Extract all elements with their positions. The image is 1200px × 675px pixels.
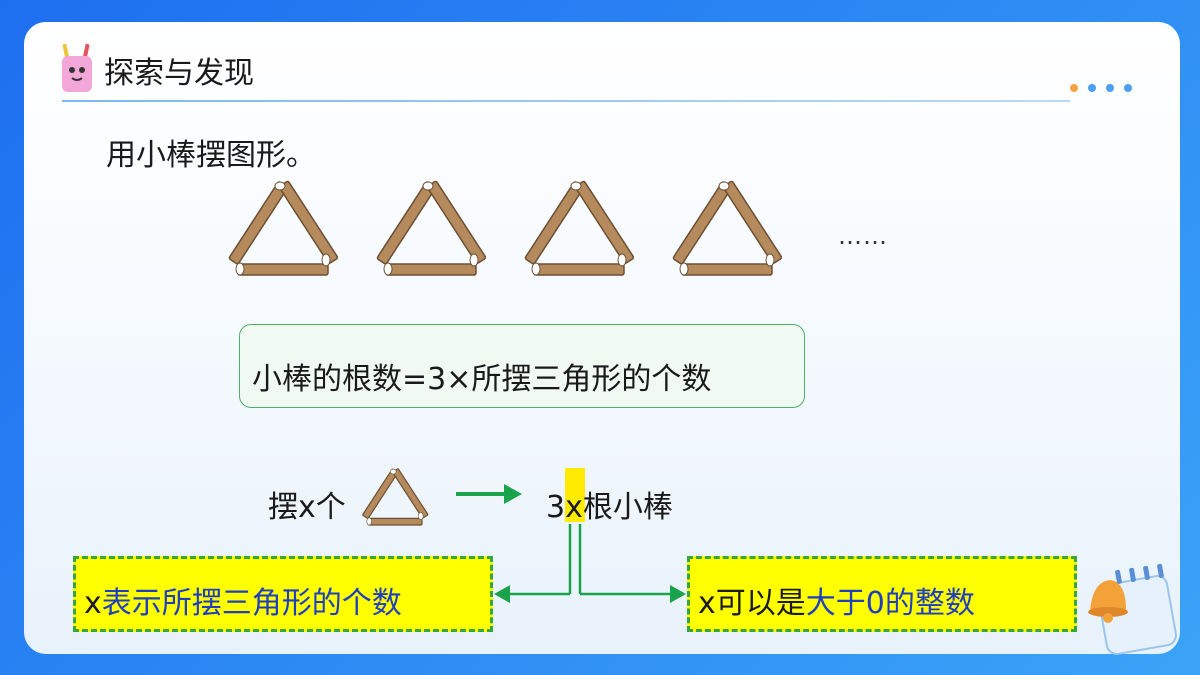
continuation-ellipsis: …… xyxy=(838,222,888,250)
stick-triangle-icon xyxy=(376,180,486,276)
pencil-cup-mascot-icon xyxy=(62,43,92,92)
note-left-rest: 表示所摆三角形的个数 xyxy=(101,586,402,621)
note-right-box xyxy=(687,556,1077,632)
small-stick-triangle-icon xyxy=(362,468,429,526)
note-right-var: x xyxy=(698,586,716,621)
bell-notepad-icon xyxy=(1088,563,1177,655)
stick-triangle-icon xyxy=(524,180,634,276)
note-right-mid: 可以是 xyxy=(715,586,806,621)
coefficient: 3 xyxy=(546,490,566,525)
note-right-text: x可以是大于0的整数 xyxy=(698,578,975,622)
note-left-var: x xyxy=(84,586,102,621)
header-divider xyxy=(62,100,1070,102)
page-title: 探索与发现 xyxy=(104,56,254,91)
instruction-text: 用小棒摆图形。 xyxy=(106,138,316,173)
note-left-box xyxy=(73,556,493,632)
stick-triangle-icon xyxy=(228,180,338,276)
mapping-right-text: 3x根小棒 xyxy=(546,482,673,526)
mapping-left-text: 摆x个 xyxy=(268,490,346,525)
formula-box xyxy=(239,324,805,408)
variable-x: x xyxy=(565,490,583,525)
note-left-text: x表示所摆三角形的个数 xyxy=(84,578,402,622)
formula-text: 小棒的根数=3×所摆三角形的个数 xyxy=(252,362,712,397)
stick-triangle-icon xyxy=(672,180,782,276)
note-right-rest: 大于0的整数 xyxy=(805,586,975,621)
variable-highlight xyxy=(565,468,585,522)
mapping-right-suffix: 根小棒 xyxy=(582,490,673,525)
